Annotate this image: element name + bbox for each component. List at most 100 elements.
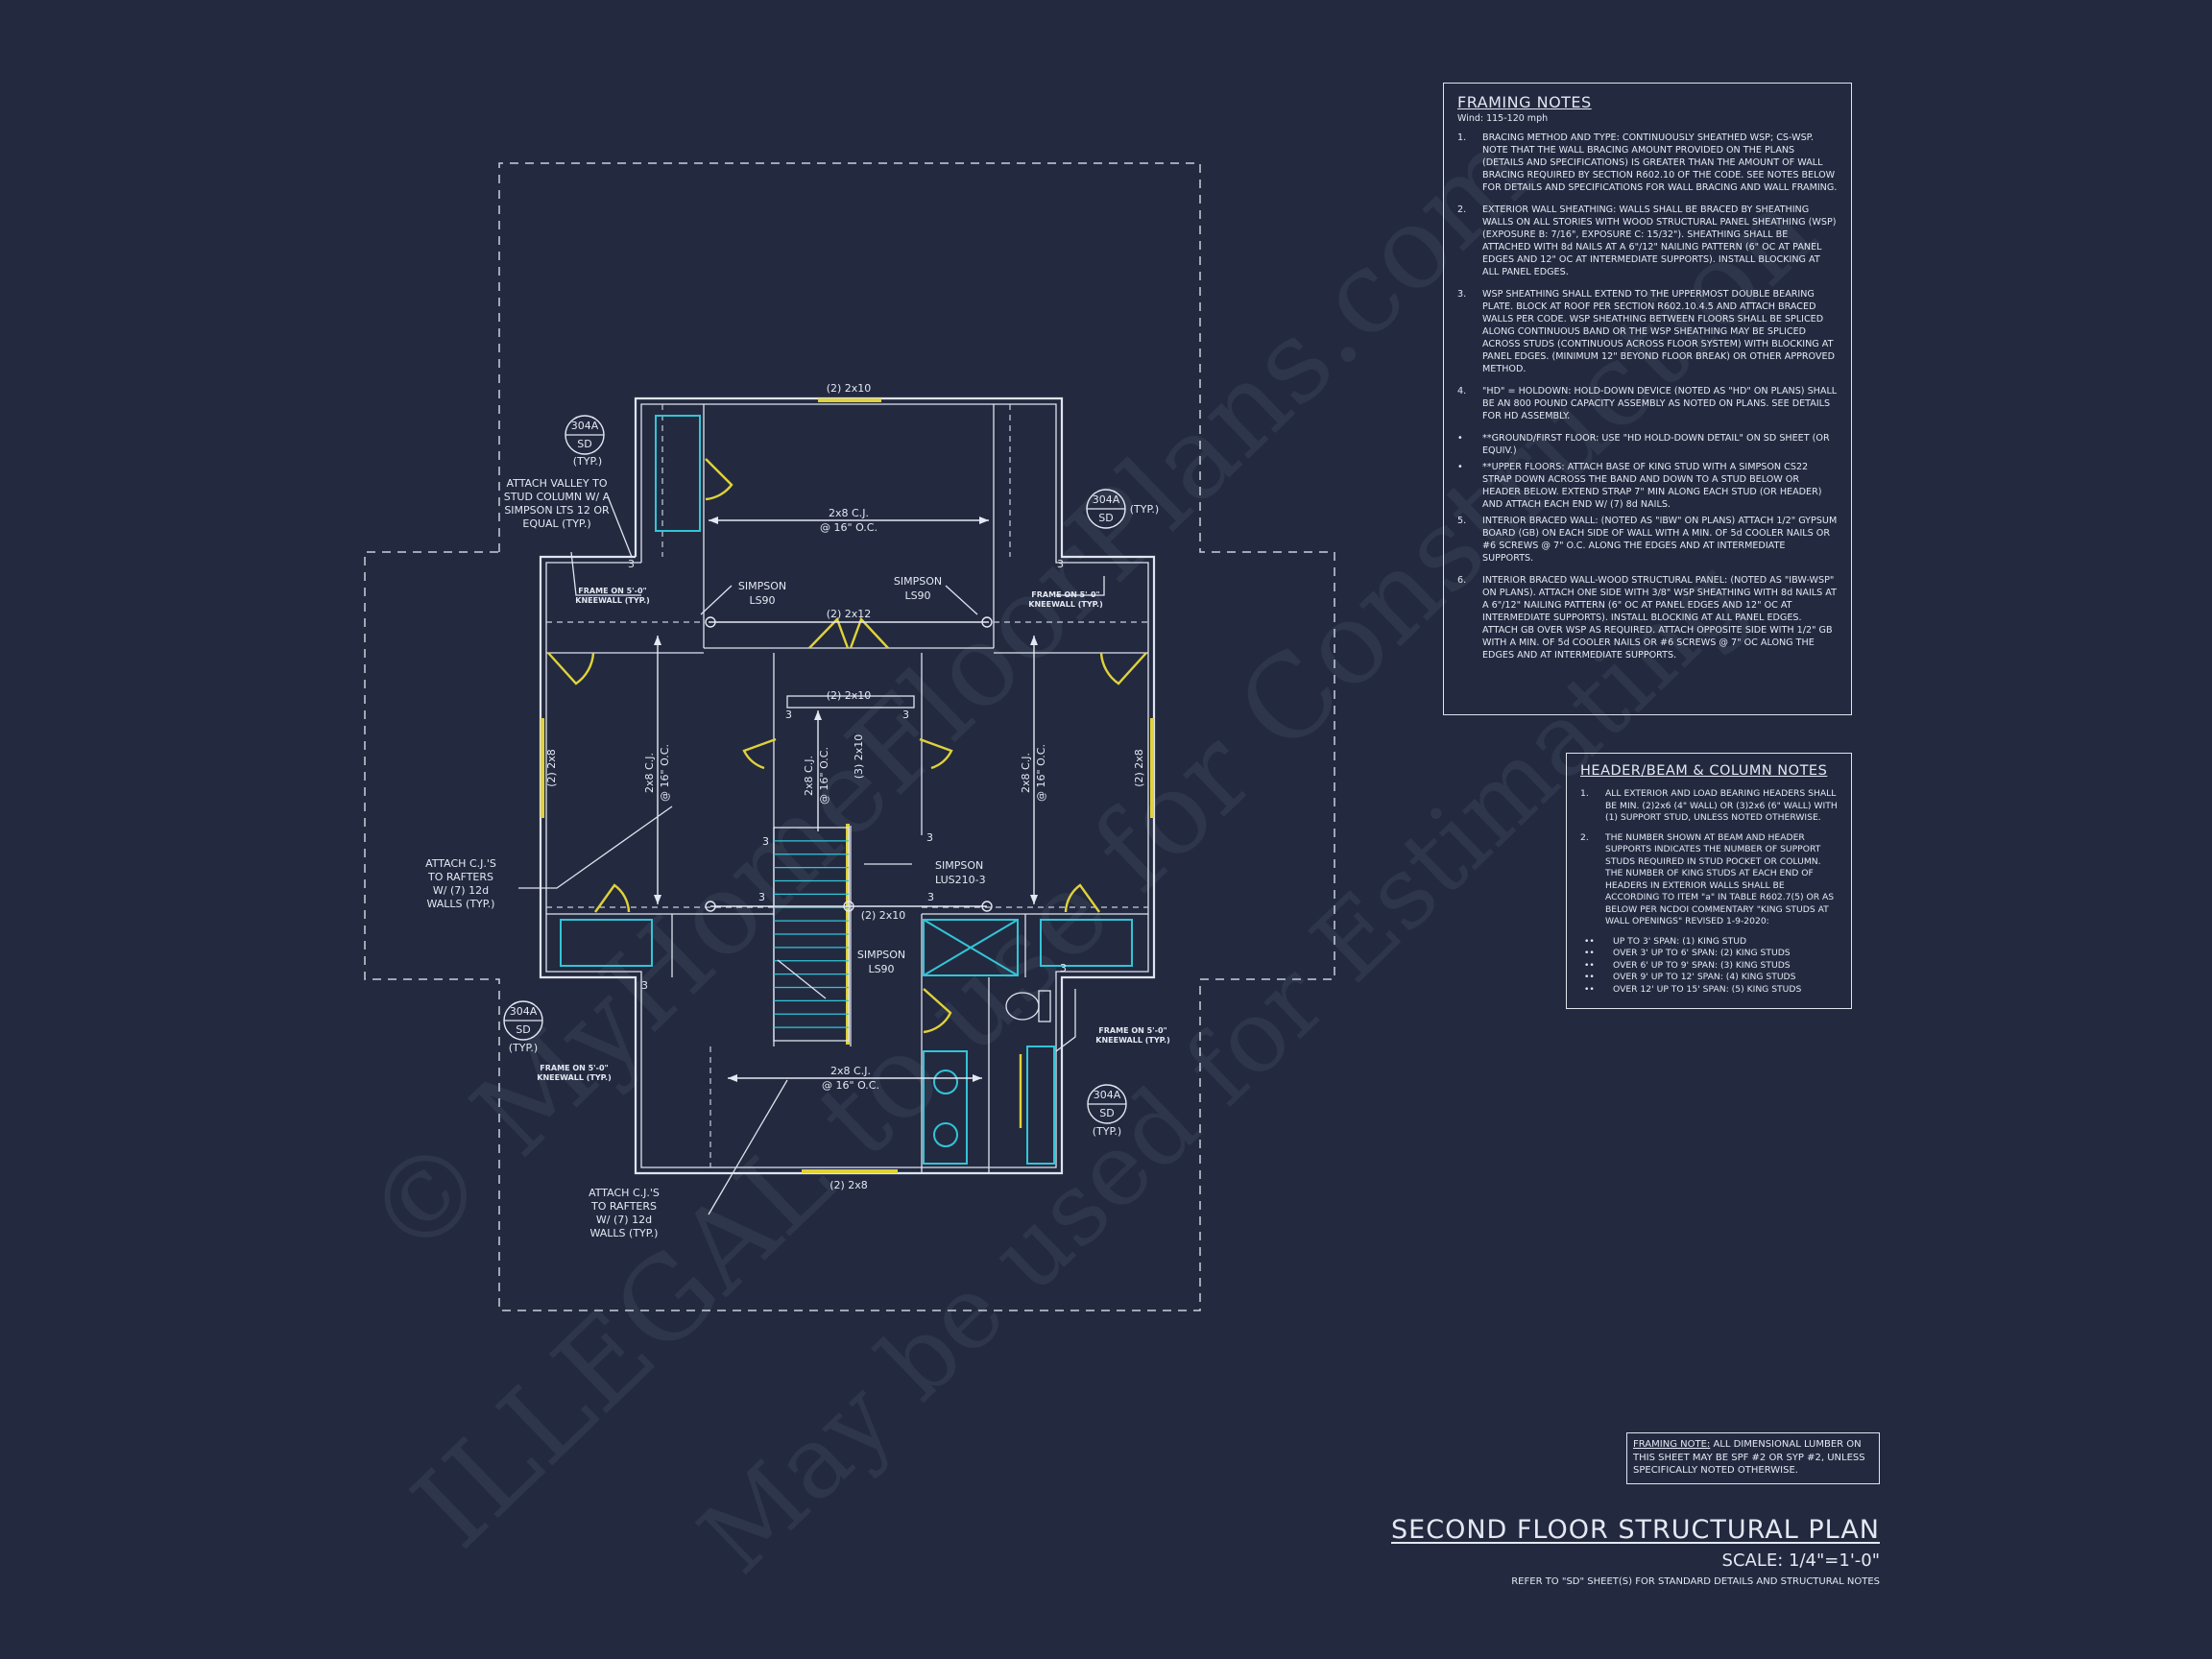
note-item: 2.EXTERIOR WALL SHEATHING: WALLS SHALL B… (1457, 204, 1838, 278)
note-item: 5. INTERIOR BRACED WALL: (NOTED AS "IBW" … (1457, 515, 1838, 565)
dimension-lines (654, 517, 1038, 1082)
svg-text:(TYP.): (TYP.) (573, 455, 602, 468)
simpson-label-right: SIMPSON (894, 575, 942, 588)
note-number: •• (1584, 959, 1595, 971)
stud-count: 3 (1057, 558, 1064, 570)
svg-text:SD: SD (1098, 512, 1113, 524)
exterior-walls (539, 397, 1156, 1175)
framing-notes-bullets: • **GROUND/FIRST FLOOR: USE "HD HOLD-DOWN… (1457, 432, 1838, 511)
note-text: WSP SHEATHING SHALL EXTEND TO THE UPPERM… (1482, 289, 1835, 374)
plan-title: SECOND FLOOR STRUCTURAL PLAN (1391, 1515, 1880, 1545)
note-text: ALL EXTERIOR AND LOAD BEARING HEADERS SH… (1605, 788, 1838, 823)
stud-count: 3 (926, 831, 933, 844)
simpson-label-lus: SIMPSON (935, 859, 983, 872)
note-item: 2. THE NUMBER SHOWN AT BEAM AND HEADER SU… (1580, 832, 1838, 928)
svg-text:W/ (7) 12d: W/ (7) 12d (596, 1214, 652, 1226)
cj-label-top: 2x8 C.J. (829, 507, 869, 519)
plan-scale: SCALE: 1/4"=1'-0" (1721, 1551, 1880, 1571)
note-number: •• (1584, 935, 1595, 947)
note-text: OVER 6' UP TO 9' SPAN: (3) KING STUDS (1613, 959, 1791, 971)
note-text: OVER 3' UP TO 6' SPAN: (2) KING STUDS (1613, 948, 1791, 958)
header-label-top: (2) 2x10 (827, 382, 872, 395)
note-item: 1.BRACING METHOD AND TYPE: CONTINUOUSLY … (1457, 132, 1838, 194)
svg-text:SD: SD (1099, 1107, 1114, 1119)
stud-count: 3 (902, 709, 909, 721)
stud-count: 3 (628, 558, 635, 570)
framing-notes-title: FRAMING NOTES (1457, 93, 1592, 111)
svg-text:304A: 304A (510, 1005, 538, 1018)
leader-lines (518, 495, 1105, 1215)
svg-text:EQUAL (TYP.): EQUAL (TYP.) (522, 517, 590, 530)
svg-text:KNEEWALL (TYP.): KNEEWALL (TYP.) (575, 596, 649, 605)
svg-text:@ 16" O.C.: @ 16" O.C. (1035, 744, 1047, 802)
note-text: OVER 12' UP TO 15' SPAN: (5) KING STUDS (1613, 983, 1802, 995)
detail-tag-bottom-right: 304A SD (TYP.) (1087, 1084, 1127, 1138)
svg-text:304A: 304A (1094, 1089, 1121, 1101)
svg-text:LS90: LS90 (749, 594, 775, 607)
svg-text:SD: SD (516, 1023, 530, 1036)
note-item: 6.INTERIOR BRACED WALL-WOOD STRUCTURAL P… (1457, 574, 1838, 661)
note-number: 2. (1580, 831, 1589, 843)
cj-label-left: 2x8 C.J. (643, 753, 656, 793)
header-notes-title: HEADER/BEAM & COLUMN NOTES (1580, 763, 1828, 779)
note-number: 1. (1580, 788, 1589, 799)
cj-attach-note-left: ATTACH C.J.'S (425, 857, 496, 870)
note-item: •**GROUND/FIRST FLOOR: USE "HD HOLD-DOWN… (1457, 432, 1838, 457)
cj-label-bottom: 2x8 C.J. (830, 1065, 871, 1077)
header-label-bottom: (2) 2x8 (830, 1179, 868, 1191)
stud-count: 3 (641, 979, 648, 992)
header-label-mid: (2) 2x12 (827, 608, 872, 620)
svg-text:WALLS (TYP.): WALLS (TYP.) (590, 1227, 659, 1239)
detail-tag-top-right: 304A SD (TYP.) (1086, 489, 1159, 529)
header-label-hall: (2) 2x10 (827, 689, 872, 702)
stud-count: 3 (762, 835, 769, 848)
fixtures (560, 415, 1133, 1165)
svg-text:W/ (7) 12d: W/ (7) 12d (433, 884, 489, 897)
note-text: **UPPER FLOORS: ATTACH BASE OF KING STUD… (1482, 462, 1822, 510)
note-text: EXTERIOR WALL SHEATHING: WALLS SHALL BE … (1482, 204, 1837, 277)
doors (547, 458, 1147, 1128)
header-label-right: (2) 2x8 (1133, 749, 1145, 787)
stud-count: 3 (785, 709, 792, 721)
note-number: •• (1584, 983, 1595, 995)
detail-tag-top-left: 304A SD (TYP.) (565, 415, 605, 468)
note-item: •• UP TO 3' SPAN: (1) KING STUD (1580, 936, 1838, 949)
note-number: • (1457, 462, 1463, 472)
svg-text:@ 16" O.C.: @ 16" O.C. (820, 521, 878, 534)
note-number: •• (1584, 972, 1595, 982)
kneewall-note-2: FRAME ON 5'-0" (1031, 590, 1099, 599)
svg-text:(TYP.): (TYP.) (1093, 1125, 1121, 1138)
kneewall-note-3: FRAME ON 5'-0" (540, 1064, 608, 1072)
header-label-landing: (2) 2x10 (861, 909, 906, 922)
beam-label-hall: (3) 2x10 (853, 734, 865, 780)
note-number: 3. (1457, 289, 1467, 300)
note-text: OVER 9' UP TO 12' SPAN: (4) KING STUDS (1613, 972, 1796, 982)
note-text: INTERIOR BRACED WALL-WOOD STRUCTURAL PAN… (1482, 575, 1837, 661)
lumber-note-box: FRAMING NOTE: ALL DIMENSIONAL LUMBER ON … (1626, 1432, 1880, 1484)
stud-count: 3 (927, 891, 934, 903)
note-number: •• (1584, 948, 1595, 958)
lumber-note-label: FRAMING NOTE: (1633, 1439, 1711, 1450)
svg-text:KNEEWALL (TYP.): KNEEWALL (TYP.) (537, 1073, 611, 1082)
svg-text:KNEEWALL (TYP.): KNEEWALL (TYP.) (1095, 1036, 1169, 1045)
note-text: INTERIOR BRACED WALL: (NOTED AS "IBW" ON… (1482, 516, 1838, 564)
kneewall-note-4: FRAME ON 5'-0" (1098, 1026, 1166, 1035)
lumber-note-text: ALL DIMENSIONAL LUMBER ON THIS SHEET MAY… (1633, 1439, 1865, 1476)
note-item: •• OVER 9' UP TO 12' SPAN: (4) KING STUDS (1580, 972, 1838, 984)
plan-labels: (2) 2x10 (2) 2x12 (2) 2x10 (2) 2x8 (2) 2… (425, 382, 1170, 1239)
note-text: THE NUMBER SHOWN AT BEAM AND HEADER SUPP… (1605, 831, 1835, 927)
note-item: •• OVER 12' UP TO 15' SPAN: (5) KING STUD… (1580, 984, 1838, 997)
detail-tag-bottom-left: 304A SD (TYP.) (503, 1000, 543, 1054)
note-item: • **UPPER FLOORS: ATTACH BASE OF KING STU… (1457, 461, 1838, 511)
stud-count: 3 (1060, 962, 1067, 974)
note-text: **GROUND/FIRST FLOOR: USE "HD HOLD-DOWN … (1482, 433, 1830, 456)
svg-text:304A: 304A (571, 420, 599, 432)
note-text: BRACING METHOD AND TYPE: CONTINUOUSLY SH… (1482, 132, 1838, 193)
note-text: UP TO 3' SPAN: (1) KING STUD (1613, 935, 1747, 947)
valley-note: ATTACH VALLEY TO (507, 477, 608, 490)
svg-text:(TYP.): (TYP.) (1130, 503, 1159, 516)
note-number: 5. (1457, 516, 1467, 526)
framing-notes-list-2: 5. INTERIOR BRACED WALL: (NOTED AS "IBW" … (1457, 515, 1838, 661)
wind-speed: Wind: 115-120 mph (1457, 113, 1549, 124)
